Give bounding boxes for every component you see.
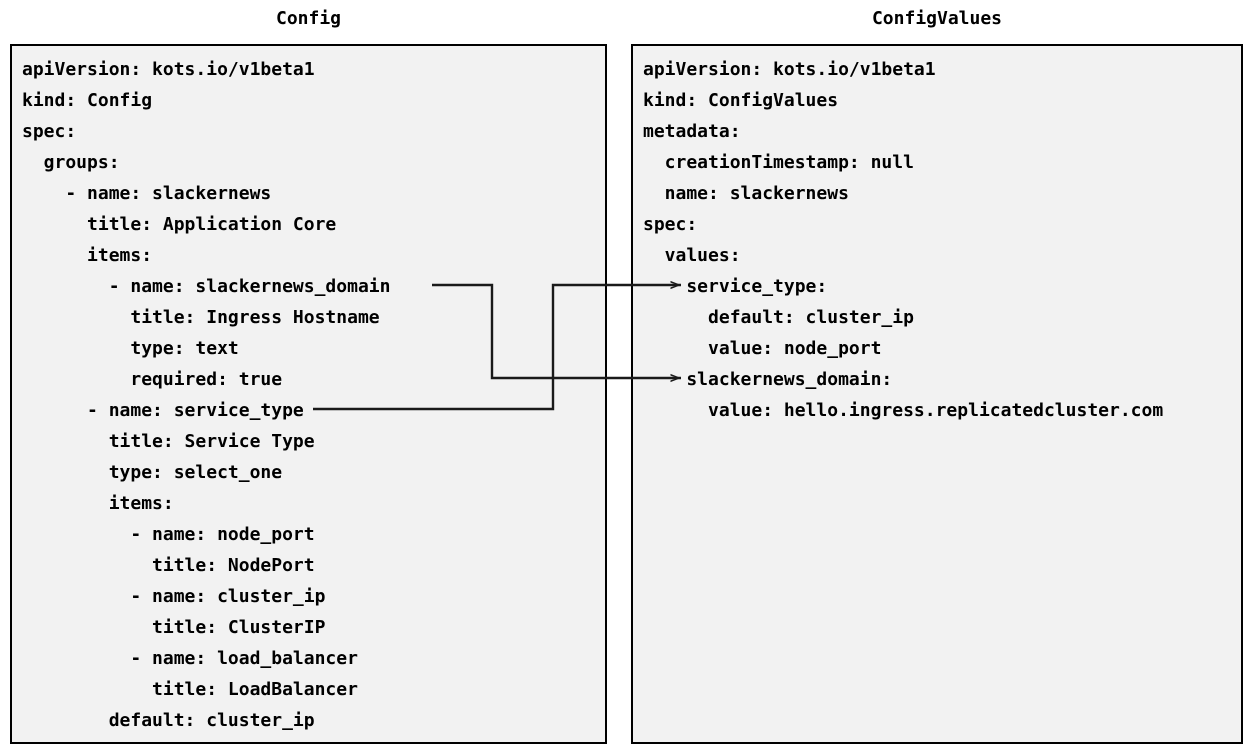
code-line: spec:	[22, 121, 77, 142]
code-line: creationTimestamp: null	[643, 152, 914, 173]
code-line: kind: Config	[22, 90, 153, 111]
code-line: apiVersion: kots.io/v1beta1	[643, 59, 936, 80]
config-panel: apiVersion: kots.io/v1beta1 kind: Config s…	[10, 44, 607, 744]
code-line: default: cluster_ip	[22, 710, 315, 731]
config-yaml-text: apiVersion: kots.io/v1beta1 kind: Config s…	[22, 54, 390, 736]
code-line: type: text	[22, 338, 239, 359]
code-line: title: Service Type	[22, 431, 315, 452]
code-line: metadata:	[643, 121, 741, 142]
code-line: groups:	[22, 152, 120, 173]
code-line: - name: slackernews	[22, 183, 272, 204]
code-line: required: true	[22, 369, 283, 390]
code-line: title: LoadBalancer	[22, 679, 358, 700]
left-panel-title: Config	[275, 8, 342, 29]
configvalues-yaml-text: apiVersion: kots.io/v1beta1 kind: ConfigV…	[643, 54, 1163, 426]
right-panel-title: ConfigValues	[871, 8, 1003, 29]
code-line: service_type:	[643, 276, 828, 297]
code-line: title: ClusterIP	[22, 617, 326, 638]
code-line: value: hello.ingress.replicatedcluster.c…	[643, 400, 1164, 421]
code-line: - name: node_port	[22, 524, 315, 545]
code-line: name: slackernews	[643, 183, 849, 204]
code-line: type: select_one	[22, 462, 283, 483]
code-line: - name: slackernews_domain	[22, 276, 391, 297]
code-line: - name: cluster_ip	[22, 586, 326, 607]
code-line: title: Application Core	[22, 214, 337, 235]
code-line: title: Ingress Hostname	[22, 307, 380, 328]
code-line: values:	[643, 245, 741, 266]
code-line: kind: ConfigValues	[643, 90, 839, 111]
code-line: default: cluster_ip	[643, 307, 914, 328]
code-line: - name: load_balancer	[22, 648, 358, 669]
code-line: value: node_port	[643, 338, 882, 359]
configvalues-panel: apiVersion: kots.io/v1beta1 kind: ConfigV…	[631, 44, 1243, 744]
code-line: slackernews_domain:	[643, 369, 893, 390]
code-line: title: NodePort	[22, 555, 315, 576]
code-line: - name: service_type	[22, 400, 304, 421]
code-line: items:	[22, 245, 153, 266]
code-line: apiVersion: kots.io/v1beta1	[22, 59, 315, 80]
code-line: items:	[22, 493, 174, 514]
code-line: spec:	[643, 214, 698, 235]
